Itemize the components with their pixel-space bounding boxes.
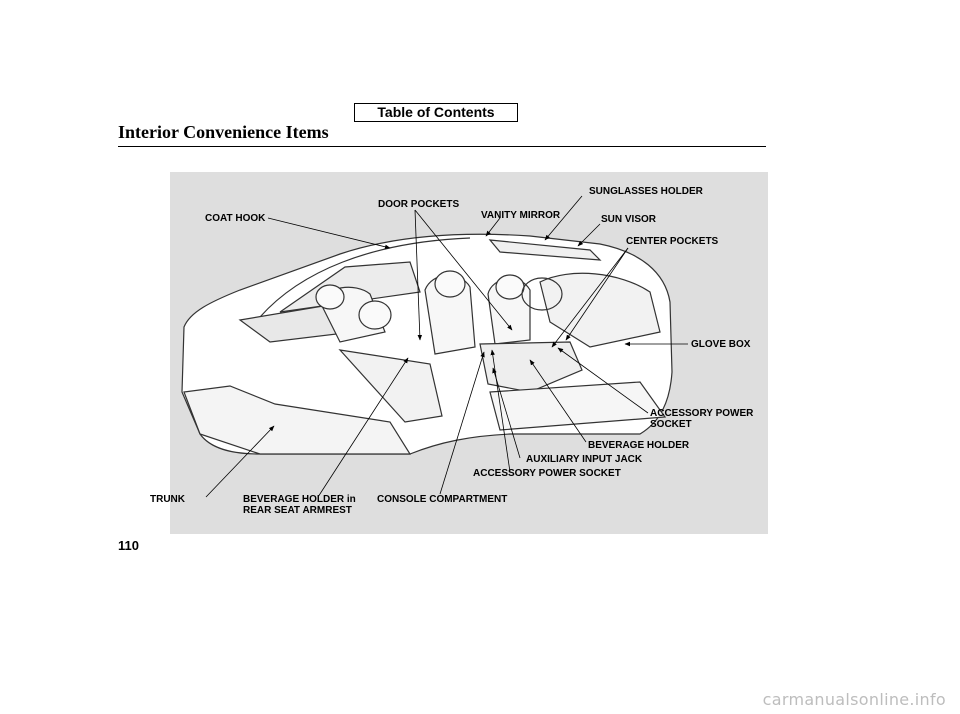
label-sun-visor: SUN VISOR: [601, 214, 657, 225]
leader-accessory-power-socket: [490, 349, 511, 473]
label-console-compartment: CONSOLE COMPARTMENT: [377, 494, 507, 505]
front-headrest-left: [434, 270, 466, 298]
leader-vanity-mirror: [485, 217, 501, 237]
leader-console-compartment: [439, 351, 485, 495]
label-auxiliary-input-jack: AUXILIARY INPUT JACK: [526, 454, 643, 465]
leader-beverage-holder: [529, 359, 587, 443]
label-vanity-mirror: VANITY MIRROR: [481, 210, 561, 221]
car-interior-diagram: COAT HOOK DOOR POCKETS VANITY MIRROR SUN…: [150, 186, 754, 516]
dashboard: [539, 272, 661, 348]
leader-sunglasses-holder: [544, 195, 583, 241]
rear-headrest-1: [315, 284, 345, 310]
roof-pillar: [259, 237, 471, 318]
car-illustration: [181, 233, 673, 455]
leader-center-pockets-2: [551, 247, 629, 348]
front-headrest-right: [495, 274, 525, 300]
label-rear-armrest-1: BEVERAGE HOLDER in: [243, 494, 356, 505]
steering-wheel: [521, 277, 563, 311]
leader-rear-armrest: [317, 357, 409, 498]
rear-armrest: [338, 349, 443, 423]
label-accessory-power-right-1: ACCESSORY POWER: [650, 408, 754, 419]
table-of-contents-button[interactable]: Table of Contents: [354, 103, 518, 122]
label-center-pockets: CENTER POCKETS: [626, 236, 719, 247]
leader-trunk: [205, 425, 275, 498]
label-door-pockets: DOOR POCKETS: [378, 199, 459, 210]
title-rule: [118, 146, 766, 147]
leader-center-pockets-1: [565, 247, 629, 341]
label-rear-armrest-2: REAR SEAT ARMREST: [243, 505, 352, 516]
label-sunglasses-holder: SUNGLASSES HOLDER: [589, 186, 704, 197]
leader-coat-hook: [267, 217, 391, 249]
label-beverage-holder: BEVERAGE HOLDER: [588, 440, 690, 451]
leader-door-pockets-2: [414, 209, 513, 331]
leader-sun-visor: [577, 223, 601, 247]
watermark: carmanualsonline.info: [762, 690, 946, 709]
label-glove-box: GLOVE BOX: [691, 339, 751, 350]
page-number: 110: [118, 538, 139, 553]
trunk-floor: [183, 385, 412, 455]
label-accessory-power-right-2: SOCKET: [650, 419, 692, 430]
callout-labels: COAT HOOK DOOR POCKETS VANITY MIRROR SUN…: [150, 186, 754, 516]
leader-aux-jack: [492, 367, 521, 459]
label-trunk: TRUNK: [150, 494, 186, 505]
leader-accessory-power-right: [557, 347, 649, 414]
leader-door-pockets-1: [414, 209, 423, 341]
label-accessory-power-socket: ACCESSORY POWER SOCKET: [473, 468, 621, 479]
rear-headrest-2: [358, 300, 392, 330]
label-coat-hook: COAT HOOK: [205, 213, 266, 224]
windshield-visor: [488, 239, 602, 261]
diagram-panel: COAT HOOK DOOR POCKETS VANITY MIRROR SUN…: [150, 172, 768, 534]
callout-leaders: [205, 195, 688, 498]
page-title: Interior Convenience Items: [118, 122, 329, 142]
